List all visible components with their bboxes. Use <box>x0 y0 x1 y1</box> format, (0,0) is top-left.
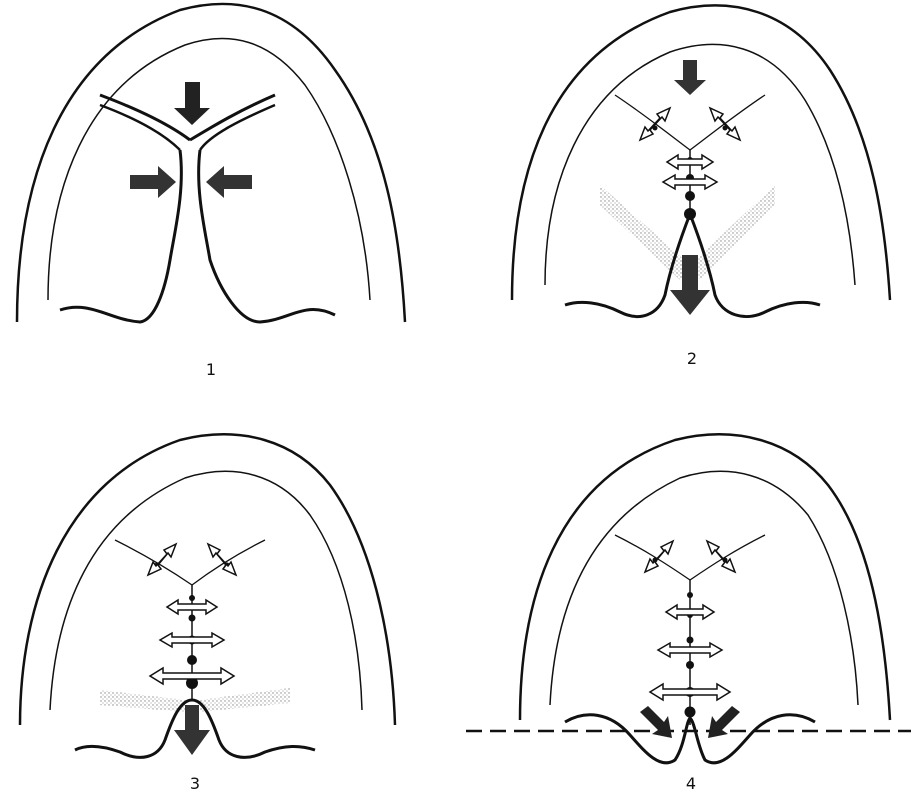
suture-node <box>687 637 694 644</box>
suture-left-branch <box>615 95 690 150</box>
panel-2-label: 2 <box>677 349 707 368</box>
outer-skull-outline <box>20 434 395 725</box>
panel-4-label: 4 <box>676 774 706 793</box>
outer-skull-outline <box>520 434 890 720</box>
left-arrow-icon <box>206 166 252 198</box>
down-arrow-icon <box>674 60 706 95</box>
panel-3 <box>20 434 395 757</box>
suture-node <box>189 595 195 601</box>
large-down-arrow-icon <box>174 705 210 755</box>
stipple-left <box>100 690 185 712</box>
growth-arrow-diagonal-right <box>710 108 740 140</box>
right-arrow-icon <box>130 166 176 198</box>
suture-node <box>685 191 695 201</box>
panel-4 <box>466 434 911 762</box>
suture-right-branch <box>190 95 275 140</box>
stipple-right <box>200 688 290 712</box>
stipple-left <box>600 185 690 280</box>
suture-left-branch <box>100 95 190 140</box>
suture-left-branch <box>615 535 690 580</box>
stipple-right <box>690 185 775 280</box>
suture-right-branch <box>690 535 765 580</box>
growth-arrow-diagonal-left <box>645 541 673 572</box>
suture-right-branch <box>690 95 765 150</box>
panel-3-label: 3 <box>180 774 210 793</box>
panel-1-label: 1 <box>196 360 226 379</box>
left-inward-arrow-icon <box>640 706 672 738</box>
panel-2 <box>512 5 890 316</box>
down-arrow-icon <box>174 82 210 125</box>
growth-arrow-diagonal-left <box>640 108 670 140</box>
inner-skull-outline <box>550 471 858 705</box>
suture-node <box>687 592 693 598</box>
right-inward-arrow-icon <box>708 706 740 738</box>
suture-node <box>686 661 694 669</box>
suture-node <box>187 655 197 665</box>
outer-skull-outline <box>17 4 405 322</box>
growth-arrow-diagonal-right <box>707 541 735 572</box>
panel-1 <box>17 4 405 322</box>
suture-node <box>189 615 196 622</box>
suture-node <box>685 707 696 718</box>
suture-right-branch <box>192 540 265 585</box>
